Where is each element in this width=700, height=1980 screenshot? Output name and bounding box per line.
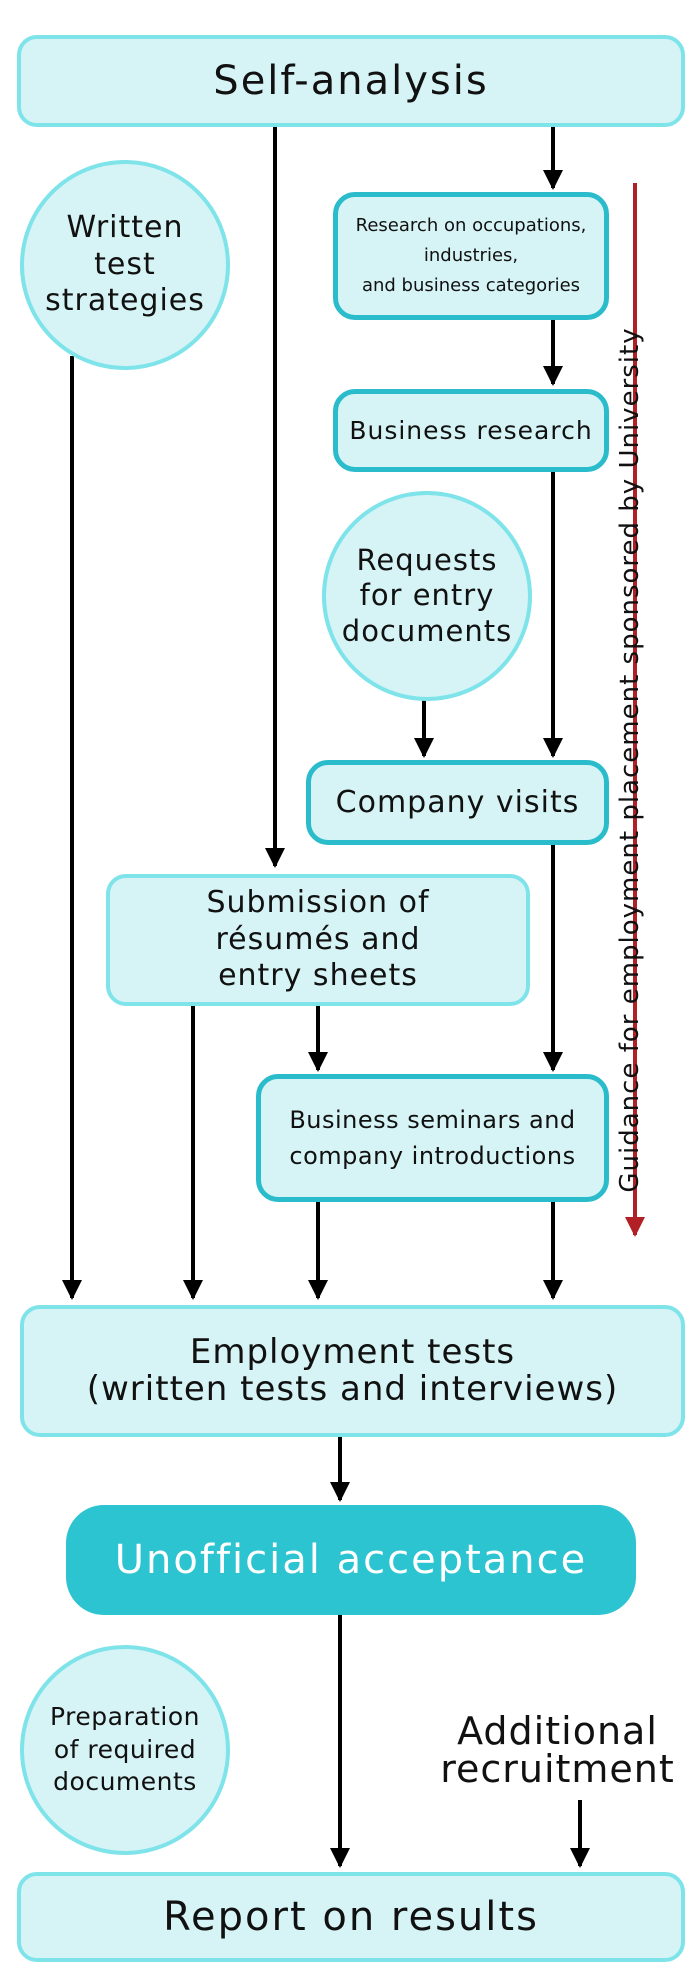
- self-analysis-box: Self-analysis: [17, 35, 685, 127]
- company-visits-box: Company visits: [306, 760, 609, 845]
- business-research-box: Business research: [333, 389, 609, 472]
- requests-entry-circle: Requests for entry documents: [322, 491, 532, 701]
- unofficial-acceptance-label: Unofficial acceptance: [114, 1537, 588, 1583]
- guidance-label: Guidance for employment placement sponso…: [615, 327, 645, 1193]
- preparation-label: Preparation of required documents: [50, 1702, 200, 1797]
- submission-box: Submission of résumés and entry sheets: [106, 874, 530, 1006]
- company-visits-label: Company visits: [335, 785, 580, 820]
- requests-entry-label: Requests for entry documents: [341, 542, 513, 648]
- written-test-label: Written test strategies: [45, 210, 205, 319]
- seminars-box: Business seminars and company introducti…: [256, 1074, 609, 1202]
- report-box: Report on results: [17, 1872, 685, 1962]
- report-label: Report on results: [163, 1894, 539, 1940]
- research-occupations-label: Research on occupations, industries, and…: [355, 215, 587, 296]
- submission-label: Submission of résumés and entry sheets: [206, 885, 430, 994]
- unofficial-acceptance-box: Unofficial acceptance: [66, 1505, 636, 1615]
- preparation-circle: Preparation of required documents: [20, 1645, 230, 1855]
- written-test-circle: Written test strategies: [20, 160, 230, 370]
- seminars-label: Business seminars and company introducti…: [289, 1106, 576, 1170]
- employment-tests-box: Employment tests (written tests and inte…: [20, 1305, 685, 1437]
- business-research-label: Business research: [349, 416, 593, 445]
- additional-recruitment-text: Additional recruitment: [420, 1700, 695, 1800]
- additional-recruitment-label: Additional recruitment: [440, 1709, 675, 1791]
- research-occupations-box: Research on occupations, industries, and…: [333, 192, 609, 320]
- self-analysis-label: Self-analysis: [213, 58, 489, 104]
- employment-tests-label: Employment tests (written tests and inte…: [86, 1331, 619, 1409]
